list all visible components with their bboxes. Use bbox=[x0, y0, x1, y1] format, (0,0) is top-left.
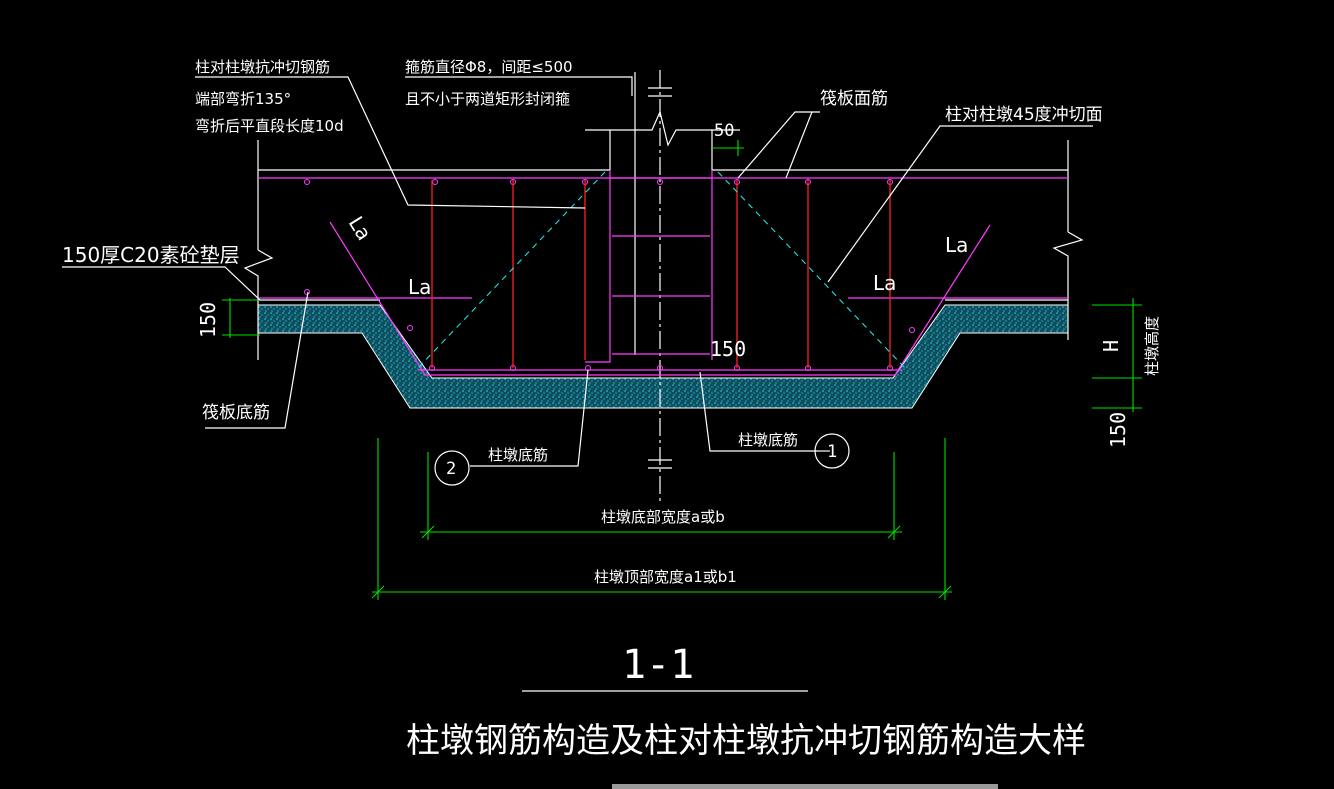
la-label-left: La bbox=[408, 275, 431, 299]
punching-plane-lines bbox=[417, 171, 906, 369]
stirrup-note-1: 箍筋直径Φ8，间距≤500 bbox=[405, 58, 573, 76]
punch-rebar-label-2: 端部弯折135° bbox=[195, 90, 291, 108]
raft-top-rebar bbox=[258, 177, 1068, 185]
punch-rebar-label-1: 柱对柱墩抗冲切钢筋 bbox=[195, 58, 330, 76]
concrete-cushion-layer bbox=[257, 304, 1069, 409]
horizontal-scrollbar[interactable] bbox=[612, 784, 998, 789]
dim-150-right-label: 150 bbox=[1106, 412, 1130, 448]
la-label-diagonal-left: La bbox=[344, 212, 377, 245]
top-width-label: 柱墩顶部宽度a1或b1 bbox=[594, 568, 737, 586]
dim-150-center-label: 150 bbox=[710, 337, 746, 361]
leader-lines bbox=[62, 76, 1093, 467]
circle-1-number: 1 bbox=[827, 442, 837, 462]
callout-circle-2 bbox=[434, 450, 470, 486]
dimension-lines bbox=[222, 140, 1142, 600]
punch-plane-label: 柱对柱墩45度冲切面 bbox=[945, 105, 1103, 125]
cushion-label: 150厚C20素砼垫层 bbox=[62, 243, 240, 267]
circle-2-number: 2 bbox=[446, 459, 456, 479]
drawing-title: 柱墩钢筋构造及柱对柱墩抗冲切钢筋构造大样 bbox=[406, 721, 1086, 761]
raft-bottom-rebar bbox=[258, 289, 1068, 299]
callout-circle-1 bbox=[814, 433, 850, 469]
pier-bottom-bar-label-2: 柱墩底筋 bbox=[488, 446, 548, 464]
raft-bottom-bar-label: 筏板底筋 bbox=[202, 403, 270, 423]
bottom-width-label: 柱墩底部宽度a或b bbox=[601, 508, 725, 526]
dim-50-label: 50 bbox=[714, 121, 734, 141]
pier-height-label: 柱墩高度 bbox=[1143, 316, 1161, 376]
pier-bottom-bar-label-1: 柱墩底筋 bbox=[738, 431, 798, 449]
la-label-diagonal-right: La bbox=[945, 233, 968, 257]
dim-150-left-label: 150 bbox=[196, 302, 220, 338]
column-outline bbox=[585, 70, 740, 505]
dim-h-label: H bbox=[1099, 340, 1123, 352]
raft-top-bar-label: 筏板面筋 bbox=[820, 89, 888, 109]
stirrup-note-2: 且不小于两道矩形封闭箍 bbox=[405, 90, 570, 108]
raft-outline bbox=[243, 140, 1084, 360]
punch-rebar-label-3: 弯折后平直段长度10d bbox=[195, 117, 344, 135]
punching-shear-rebars bbox=[431, 180, 891, 368]
la-label-right: La bbox=[873, 271, 896, 295]
section-mark: 1-1 bbox=[622, 642, 694, 688]
column-stirrups bbox=[585, 170, 713, 363]
